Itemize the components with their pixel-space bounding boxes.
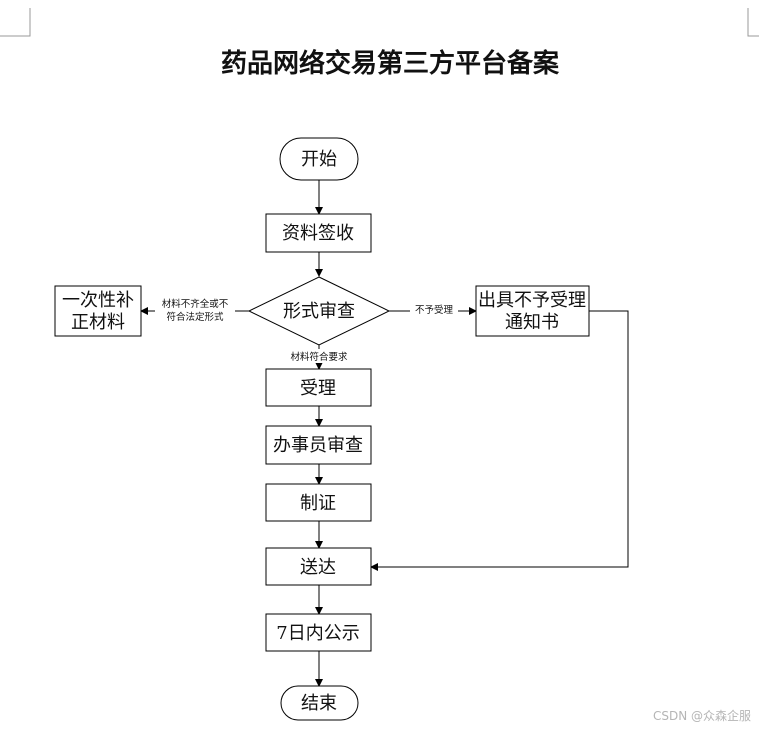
diagram-title: 药品网络交易第三方平台备案 [221, 48, 560, 79]
edge-label-qualified: 材料符合要求 [290, 351, 348, 363]
edge-label-incomplete-line2: 符合法定形式 [166, 311, 224, 323]
node-staff-review: 办事员审查 [265, 425, 372, 465]
node-accept: 受理 [265, 368, 372, 407]
node-end-label: 结束 [301, 693, 337, 714]
node-reject-line2: 通知书 [505, 312, 559, 333]
node-reject-line1: 出具不予受理 [478, 290, 586, 311]
node-reject-notice: 出具不予受理 通知书 [475, 285, 590, 337]
watermark: CSDN @众森企服 [652, 709, 751, 723]
node-supplement-line1: 一次性补 [62, 290, 134, 311]
node-deliver: 送达 [265, 547, 372, 586]
node-publicity: 7日内公示 [265, 613, 372, 652]
node-staff-review-label: 办事员审查 [273, 435, 363, 456]
edge-reject-deliver [370, 310, 629, 571]
node-receive-label: 资料签收 [282, 223, 354, 244]
node-review-decision: 形式审查 [247, 276, 391, 346]
node-certificate-label: 制证 [300, 493, 336, 514]
connectors [140, 180, 629, 687]
node-end: 结束 [280, 685, 359, 721]
node-certificate: 制证 [265, 483, 372, 522]
node-start-label: 开始 [301, 149, 337, 170]
edge-label-incomplete-line1: 材料不齐全或不 [162, 298, 229, 310]
node-supplement-line2: 正材料 [71, 312, 125, 333]
node-start: 开始 [279, 137, 359, 181]
node-receive: 资料签收 [265, 213, 372, 253]
node-supplement: 一次性补 正材料 [54, 285, 142, 337]
edge-label-not-accepted: 不予受理 [415, 304, 454, 316]
node-accept-label: 受理 [300, 378, 336, 399]
node-review-label: 形式审查 [283, 301, 355, 322]
node-deliver-label: 送达 [300, 557, 336, 578]
node-publicity-label: 7日内公示 [276, 623, 359, 644]
page-corner-marks [0, 8, 759, 37]
